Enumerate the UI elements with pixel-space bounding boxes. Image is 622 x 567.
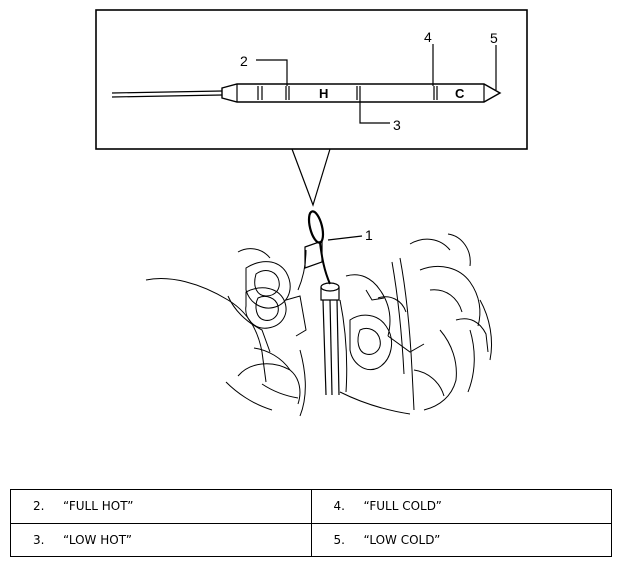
mark-cold: C xyxy=(455,86,465,101)
legend-text: “LOW COLD” xyxy=(363,532,441,547)
dipstick-diagram: H C xyxy=(95,9,528,417)
legend-table: 2. “FULL HOT” 4. “FULL COLD” 3. “LOW HOT” 5… xyxy=(10,489,612,557)
detail-inset-frame xyxy=(95,9,528,150)
legend-number: 3. xyxy=(33,532,45,547)
legend-cell: 5. “LOW COLD” xyxy=(310,522,612,557)
callout-4: 4 xyxy=(424,29,432,45)
mark-hot: H xyxy=(319,86,328,101)
dipstick-blade xyxy=(221,83,502,103)
legend-row: 2. “FULL HOT” 4. “FULL COLD” xyxy=(10,489,612,524)
zoom-pointer xyxy=(291,148,331,207)
legend-number: 2. xyxy=(33,499,45,514)
legend-number: 5. xyxy=(333,532,345,547)
legend-text: “FULL HOT” xyxy=(63,499,134,514)
legend-cell: 4. “FULL COLD” xyxy=(310,489,612,524)
legend-text: “FULL COLD” xyxy=(363,499,442,514)
dipstick-tube xyxy=(320,282,340,396)
callout-3: 3 xyxy=(393,117,401,133)
dipstick-handle xyxy=(307,210,331,285)
legend-number: 4. xyxy=(333,499,345,514)
callout-1: 1 xyxy=(365,227,373,243)
callout-2: 2 xyxy=(240,53,248,69)
transmission-linework xyxy=(145,233,493,417)
legend-cell: 2. “FULL HOT” xyxy=(10,489,312,524)
callout-5: 5 xyxy=(490,30,498,46)
dipstick-cable xyxy=(111,90,223,98)
legend-row: 3. “LOW HOT” 5. “LOW COLD” xyxy=(10,522,612,557)
leader-lines xyxy=(256,44,497,241)
legend-cell: 3. “LOW HOT” xyxy=(10,522,312,557)
legend-text: “LOW HOT” xyxy=(63,532,132,547)
